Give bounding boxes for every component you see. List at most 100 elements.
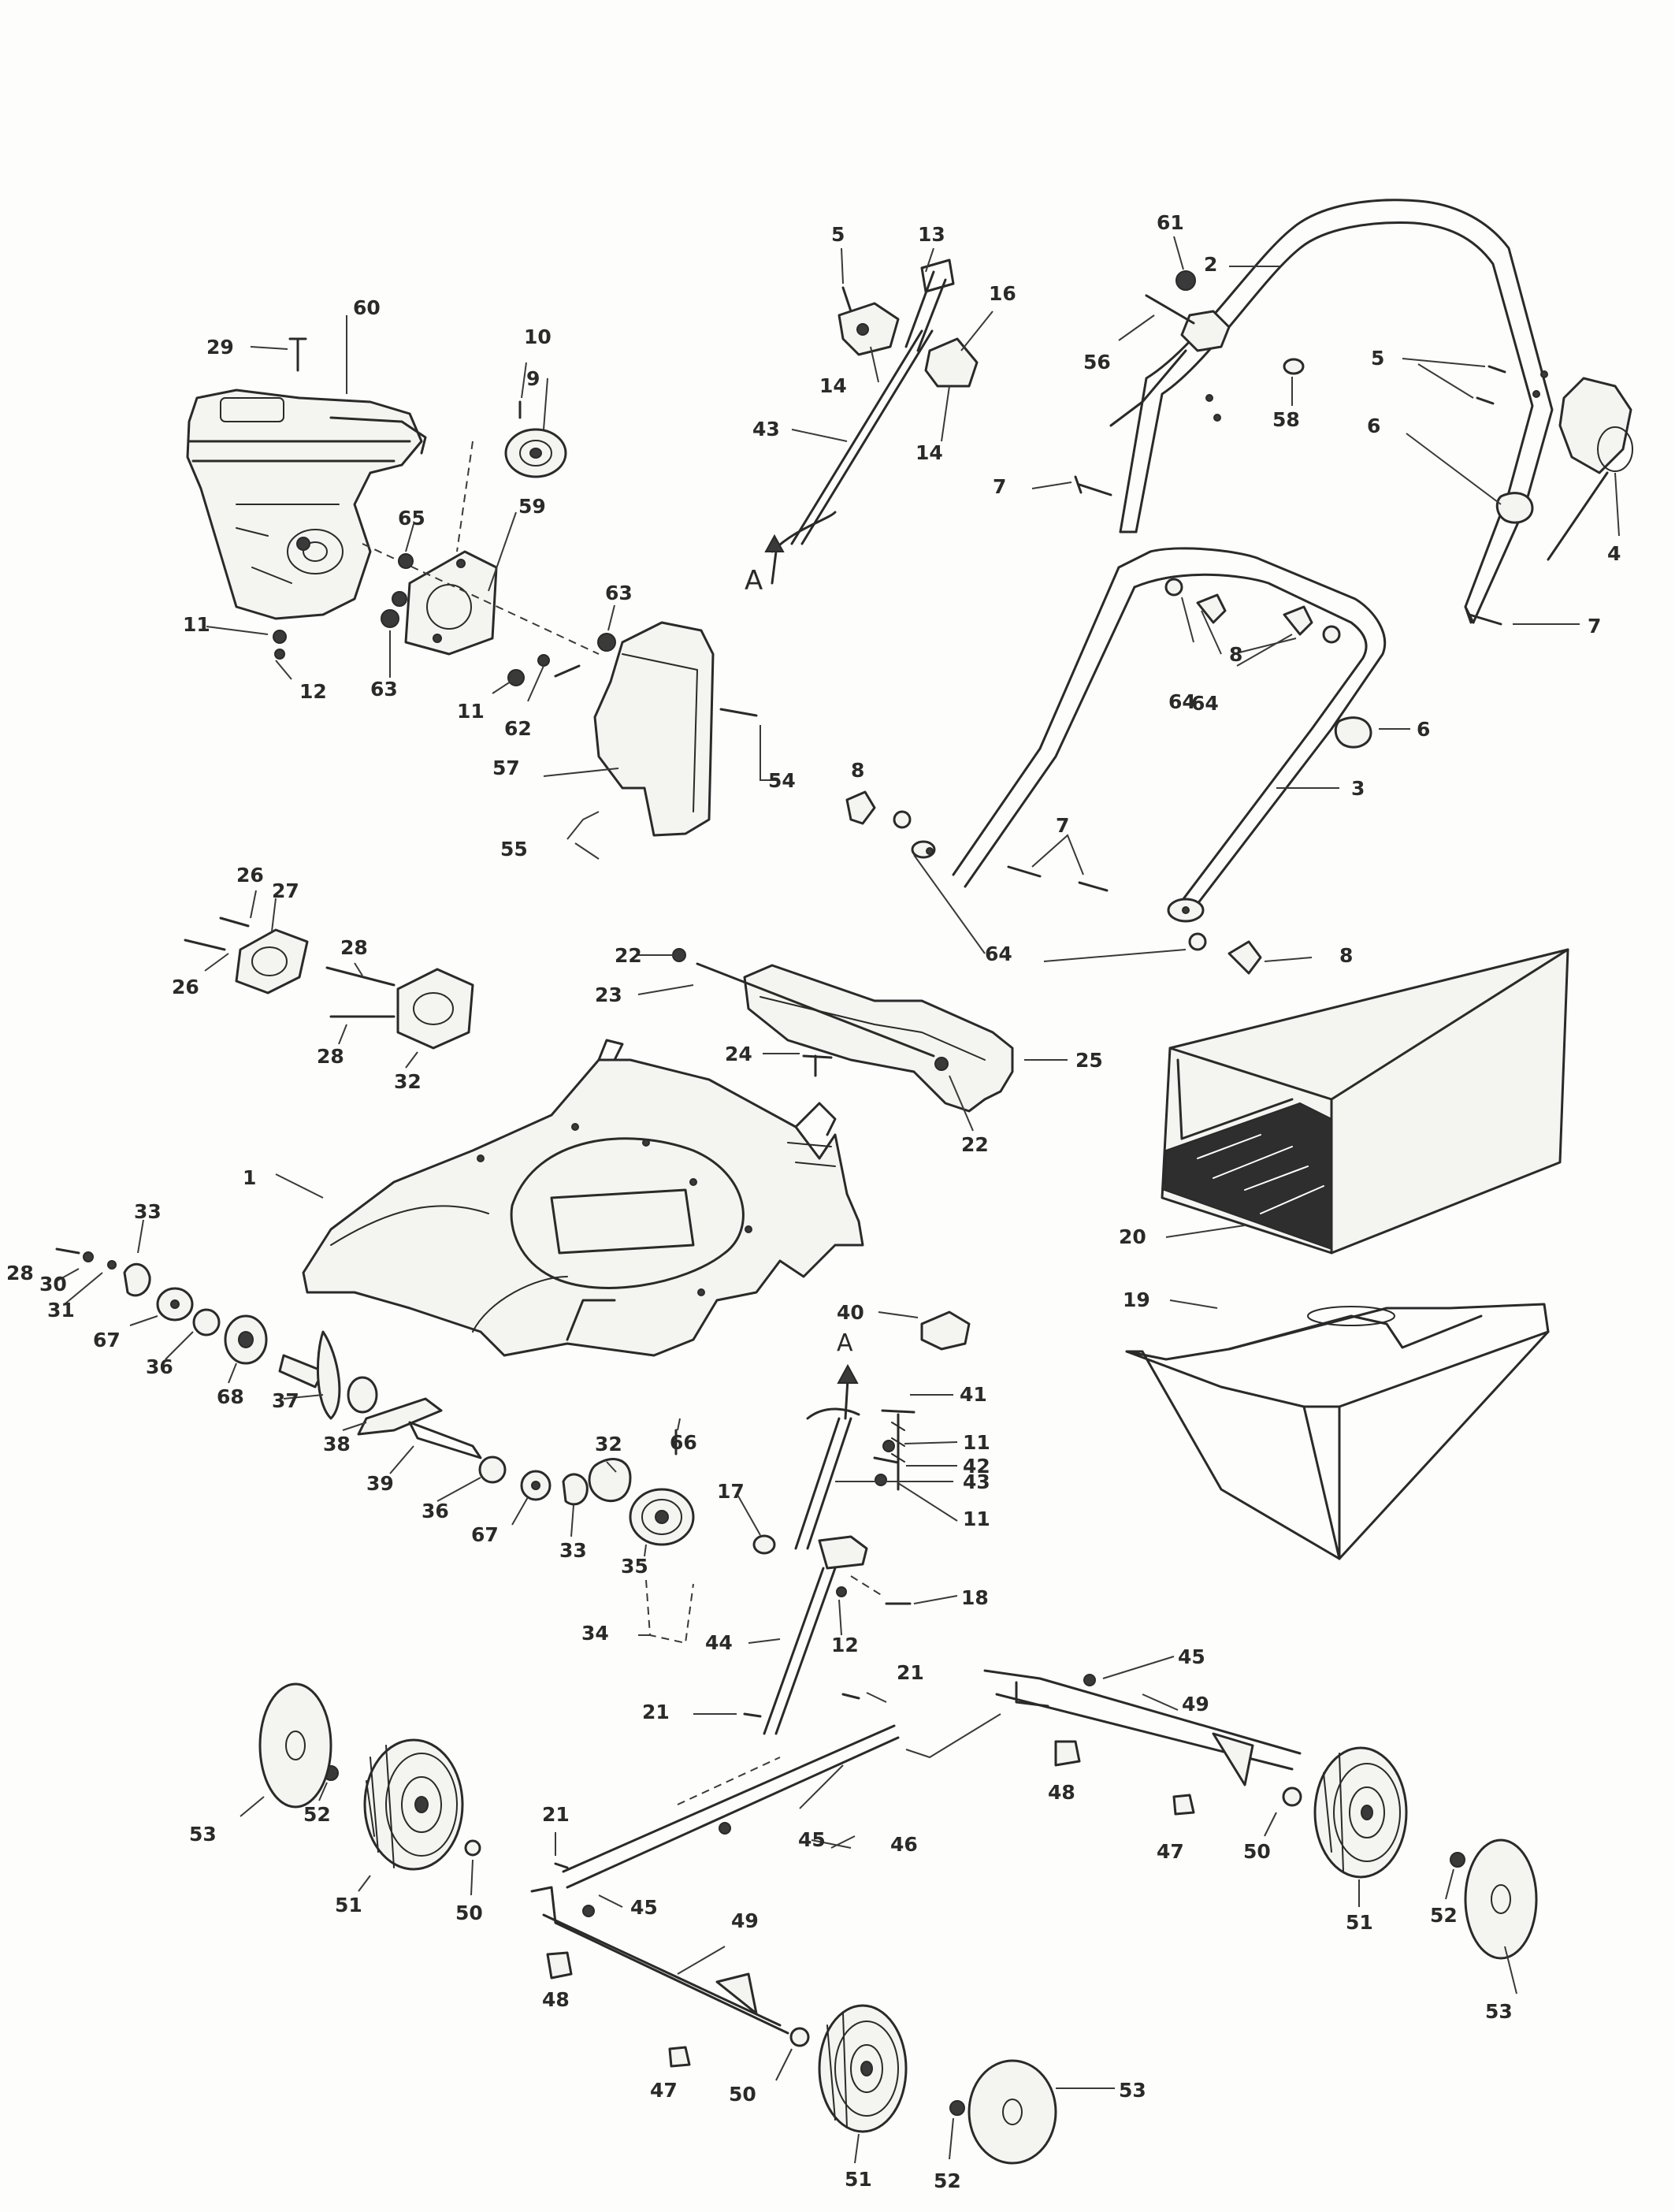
callout-61: 61 [1157,211,1184,234]
callout-51a: 51 [335,1894,362,1916]
bolt-7b [1464,605,1502,626]
pulley-9 [504,428,567,478]
callout-30: 30 [39,1273,67,1296]
callout-41: 41 [960,1383,987,1406]
callout-11d: 11 [963,1508,990,1530]
callout-68: 68 [217,1385,244,1408]
callout-35: 35 [621,1555,648,1578]
washer-31 [107,1260,117,1270]
callout-27: 27 [272,879,299,902]
callout-47a: 47 [1157,1840,1184,1863]
callout-56: 56 [1083,351,1111,374]
callout-11c: 11 [963,1431,990,1454]
callout-12a: 12 [299,680,327,703]
bushing-48a [1054,1740,1081,1767]
hubcap-53b [1464,1838,1538,1960]
knob-8d [1227,940,1262,975]
blade-37 [317,1330,341,1420]
callout-11a: 11 [183,613,210,636]
washer-50c [789,2027,810,2047]
callout-9: 9 [526,367,540,390]
axle-49a [530,1886,789,2035]
rod-43b [794,1417,841,1550]
mower-deck-1 [302,1039,864,1357]
callout-48b: 48 [542,1988,570,2011]
callout-7c: 7 [1056,814,1070,837]
callout-58: 58 [1272,408,1300,431]
collar-36a [192,1308,221,1336]
callout-49b: 49 [731,1909,759,1932]
callout-22b: 22 [961,1133,989,1156]
bracket-27 [235,928,309,994]
bolt-7a [1074,475,1112,496]
callout-28b: 28 [317,1045,344,1068]
bolt-21c [554,1862,569,1869]
callout-38: 38 [323,1433,351,1455]
belt-guard-57 [593,621,715,837]
nut-52b [1450,1852,1465,1868]
blade-38 [357,1397,443,1436]
plate-32b [588,1458,632,1503]
callout-6a: 6 [1367,415,1381,437]
callout-63a: 63 [605,582,633,604]
callout-14a: 14 [819,374,847,397]
callout-52a: 52 [303,1803,331,1826]
callout-20: 20 [1119,1225,1146,1248]
knob-8a [1196,593,1227,624]
callout-55: 55 [500,838,528,861]
callout-8c: 8 [1339,944,1354,967]
washer-11 [507,669,525,686]
axle-46 [562,1724,896,1873]
callout-45a: 45 [1178,1645,1205,1668]
nut-65 [398,553,414,569]
lower-handle-3 [911,547,1387,923]
bracket-44 [818,1535,868,1570]
callout-29: 29 [206,336,234,359]
callout-28c: 28 [6,1262,34,1284]
callout-16: 16 [989,282,1016,305]
engine-60 [186,388,427,620]
callout-32a: 32 [394,1070,422,1093]
knob-8b [1283,605,1313,636]
screw-5a [841,286,852,313]
callout-50c: 50 [729,2083,756,2106]
wheel-51b [1313,1746,1408,1879]
callout-54: 54 [768,769,796,792]
screw-5b [1487,365,1506,374]
washer-11d [875,1474,887,1486]
bushing-17 [752,1534,776,1555]
callout-39: 39 [366,1472,394,1495]
callout-34: 34 [581,1622,609,1645]
bolt-28c [55,1247,80,1255]
callout-4: 4 [1607,542,1621,565]
nut-12b [836,1586,847,1597]
callout-65: 65 [398,507,425,530]
callout-25: 25 [1075,1049,1103,1072]
callout-64c: 64 [985,942,1012,965]
callout-32b: 32 [595,1433,622,1455]
washer-64a [1164,578,1183,597]
callout-21c: 21 [542,1803,570,1826]
callout-50b: 50 [1243,1840,1271,1863]
callout-2: 2 [1204,253,1218,276]
grass-bag-20 [1161,948,1569,1255]
callout-36b: 36 [422,1500,449,1522]
callout-3: 3 [1351,777,1365,800]
hubcap-53a [258,1682,332,1809]
callout-67b: 67 [471,1523,499,1546]
callout-57: 57 [492,757,520,779]
callout-12b: 12 [831,1634,859,1656]
arrow-A1 [771,550,778,585]
nut-45a [1083,1674,1096,1686]
callout-21b: 21 [642,1701,670,1723]
pin-24 [802,1054,833,1077]
hubcap-53c [967,2059,1057,2165]
callout-26b: 26 [172,976,199,998]
wheel-51c [818,2004,908,2133]
throttle-lever-56 [1180,310,1231,352]
rod-43a [790,329,923,545]
washer-50b [1282,1786,1302,1807]
callout-18: 18 [961,1586,989,1609]
callout-21a: 21 [897,1661,924,1684]
nut-45c [582,1905,595,1917]
